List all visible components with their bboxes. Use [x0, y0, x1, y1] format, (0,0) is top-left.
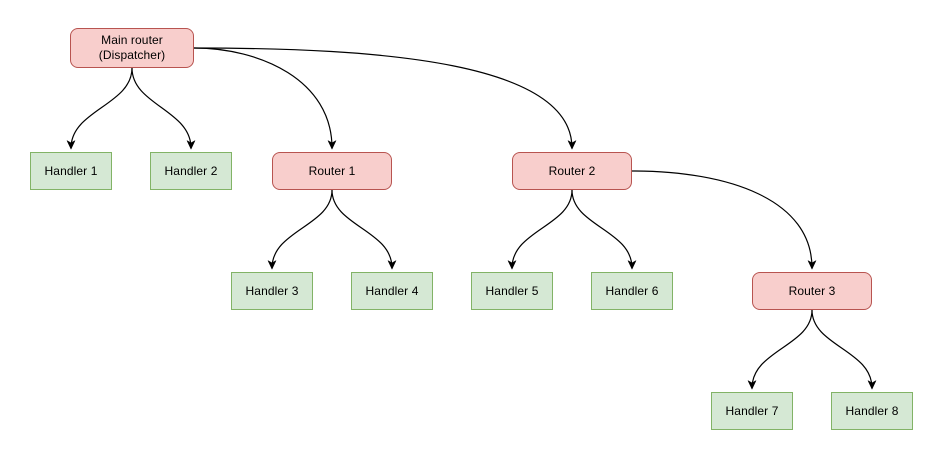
edge-main-to-router-2 [193, 47, 572, 148]
node-handler-5-label: Handler 5 [485, 283, 539, 298]
node-router-2[interactable]: Router 2 [512, 152, 632, 190]
node-router-2-label: Router 2 [548, 163, 596, 178]
node-handler-4-label: Handler 4 [365, 283, 419, 298]
node-handler-2-label: Handler 2 [164, 163, 218, 178]
node-router-3-label: Router 3 [788, 283, 836, 298]
node-router-1-label: Router 1 [308, 163, 356, 178]
node-handler-6[interactable]: Handler 6 [591, 272, 673, 310]
node-handler-1[interactable]: Handler 1 [30, 152, 112, 190]
node-handler-1-label: Handler 1 [44, 163, 98, 178]
edge-router-3-to-handler-8 [811, 309, 872, 388]
node-handler-2[interactable]: Handler 2 [150, 152, 232, 190]
node-handler-7[interactable]: Handler 7 [711, 392, 793, 430]
edge-router-2-to-handler-5 [512, 189, 573, 268]
edge-group [71, 47, 872, 388]
edge-main-to-router-1 [193, 47, 332, 148]
node-main-router[interactable]: Main router (Dispatcher) [70, 28, 194, 68]
edge-router-1-to-handler-3 [272, 189, 333, 268]
node-handler-5[interactable]: Handler 5 [471, 272, 553, 310]
node-handler-3[interactable]: Handler 3 [231, 272, 313, 310]
edge-router-3-to-handler-7 [752, 309, 813, 388]
node-router-3[interactable]: Router 3 [752, 272, 872, 310]
node-handler-8-label: Handler 8 [845, 403, 899, 418]
node-handler-3-label: Handler 3 [245, 283, 299, 298]
node-handler-7-label: Handler 7 [725, 403, 779, 418]
edge-router-1-to-handler-4 [331, 189, 392, 268]
edge-main-to-handler-1 [71, 67, 133, 148]
node-main-router-label: Main router (Dispatcher) [98, 33, 166, 62]
node-router-1[interactable]: Router 1 [272, 152, 392, 190]
node-handler-6-label: Handler 6 [605, 283, 659, 298]
node-handler-8[interactable]: Handler 8 [831, 392, 913, 430]
edge-router-2-to-handler-6 [571, 189, 632, 268]
edge-main-to-handler-2 [131, 67, 191, 148]
edge-router-2-to-router-3 [631, 170, 812, 268]
node-handler-4[interactable]: Handler 4 [351, 272, 433, 310]
